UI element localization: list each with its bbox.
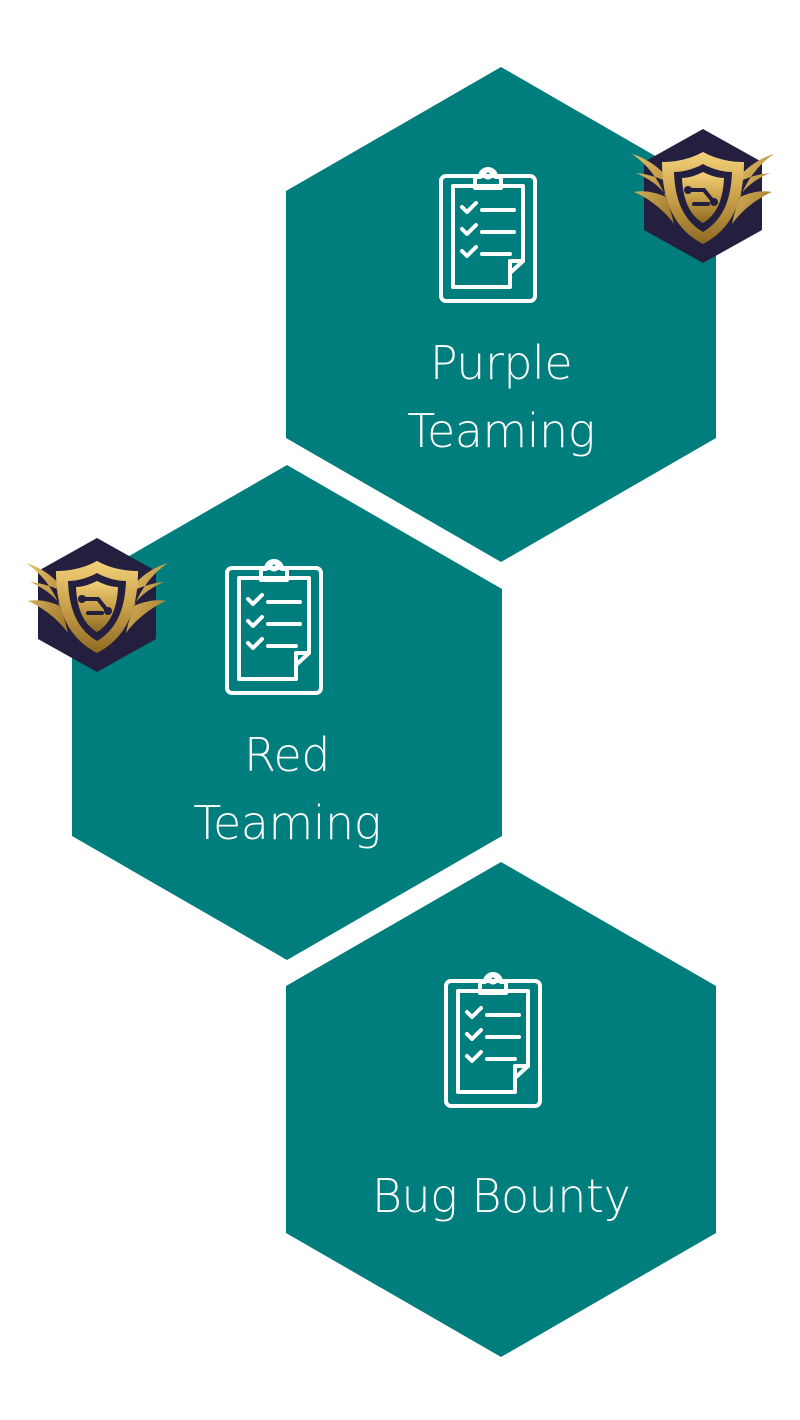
tile-label-line2: Teaming — [407, 404, 595, 458]
hexagon-shape — [286, 67, 716, 562]
hexagon-shape — [286, 862, 716, 1357]
clipboard-checklist-icon — [443, 960, 543, 1110]
winged-shield-badge-icon — [22, 535, 172, 675]
tile-label-line2: Teaming — [193, 796, 381, 850]
winged-shield-badge-icon — [628, 126, 778, 266]
tile-label: Red Teaming — [72, 721, 502, 857]
hex-tile-red-teaming[interactable]: Red Teaming — [72, 465, 502, 960]
tile-label-line1: Purple — [429, 336, 573, 390]
tile-label: Bug Bounty — [286, 1162, 716, 1230]
hex-tile-purple-teaming[interactable]: Purple Teaming — [286, 67, 716, 562]
hexagon-shape — [72, 465, 502, 960]
tile-label: Purple Teaming — [286, 329, 716, 465]
hex-tile-bug-bounty[interactable]: Bug Bounty — [286, 862, 716, 1357]
clipboard-checklist-icon — [224, 547, 324, 697]
tile-label-line1: Bug Bounty — [371, 1169, 631, 1223]
clipboard-checklist-icon — [438, 155, 538, 305]
tile-label-line1: Red — [244, 728, 330, 782]
